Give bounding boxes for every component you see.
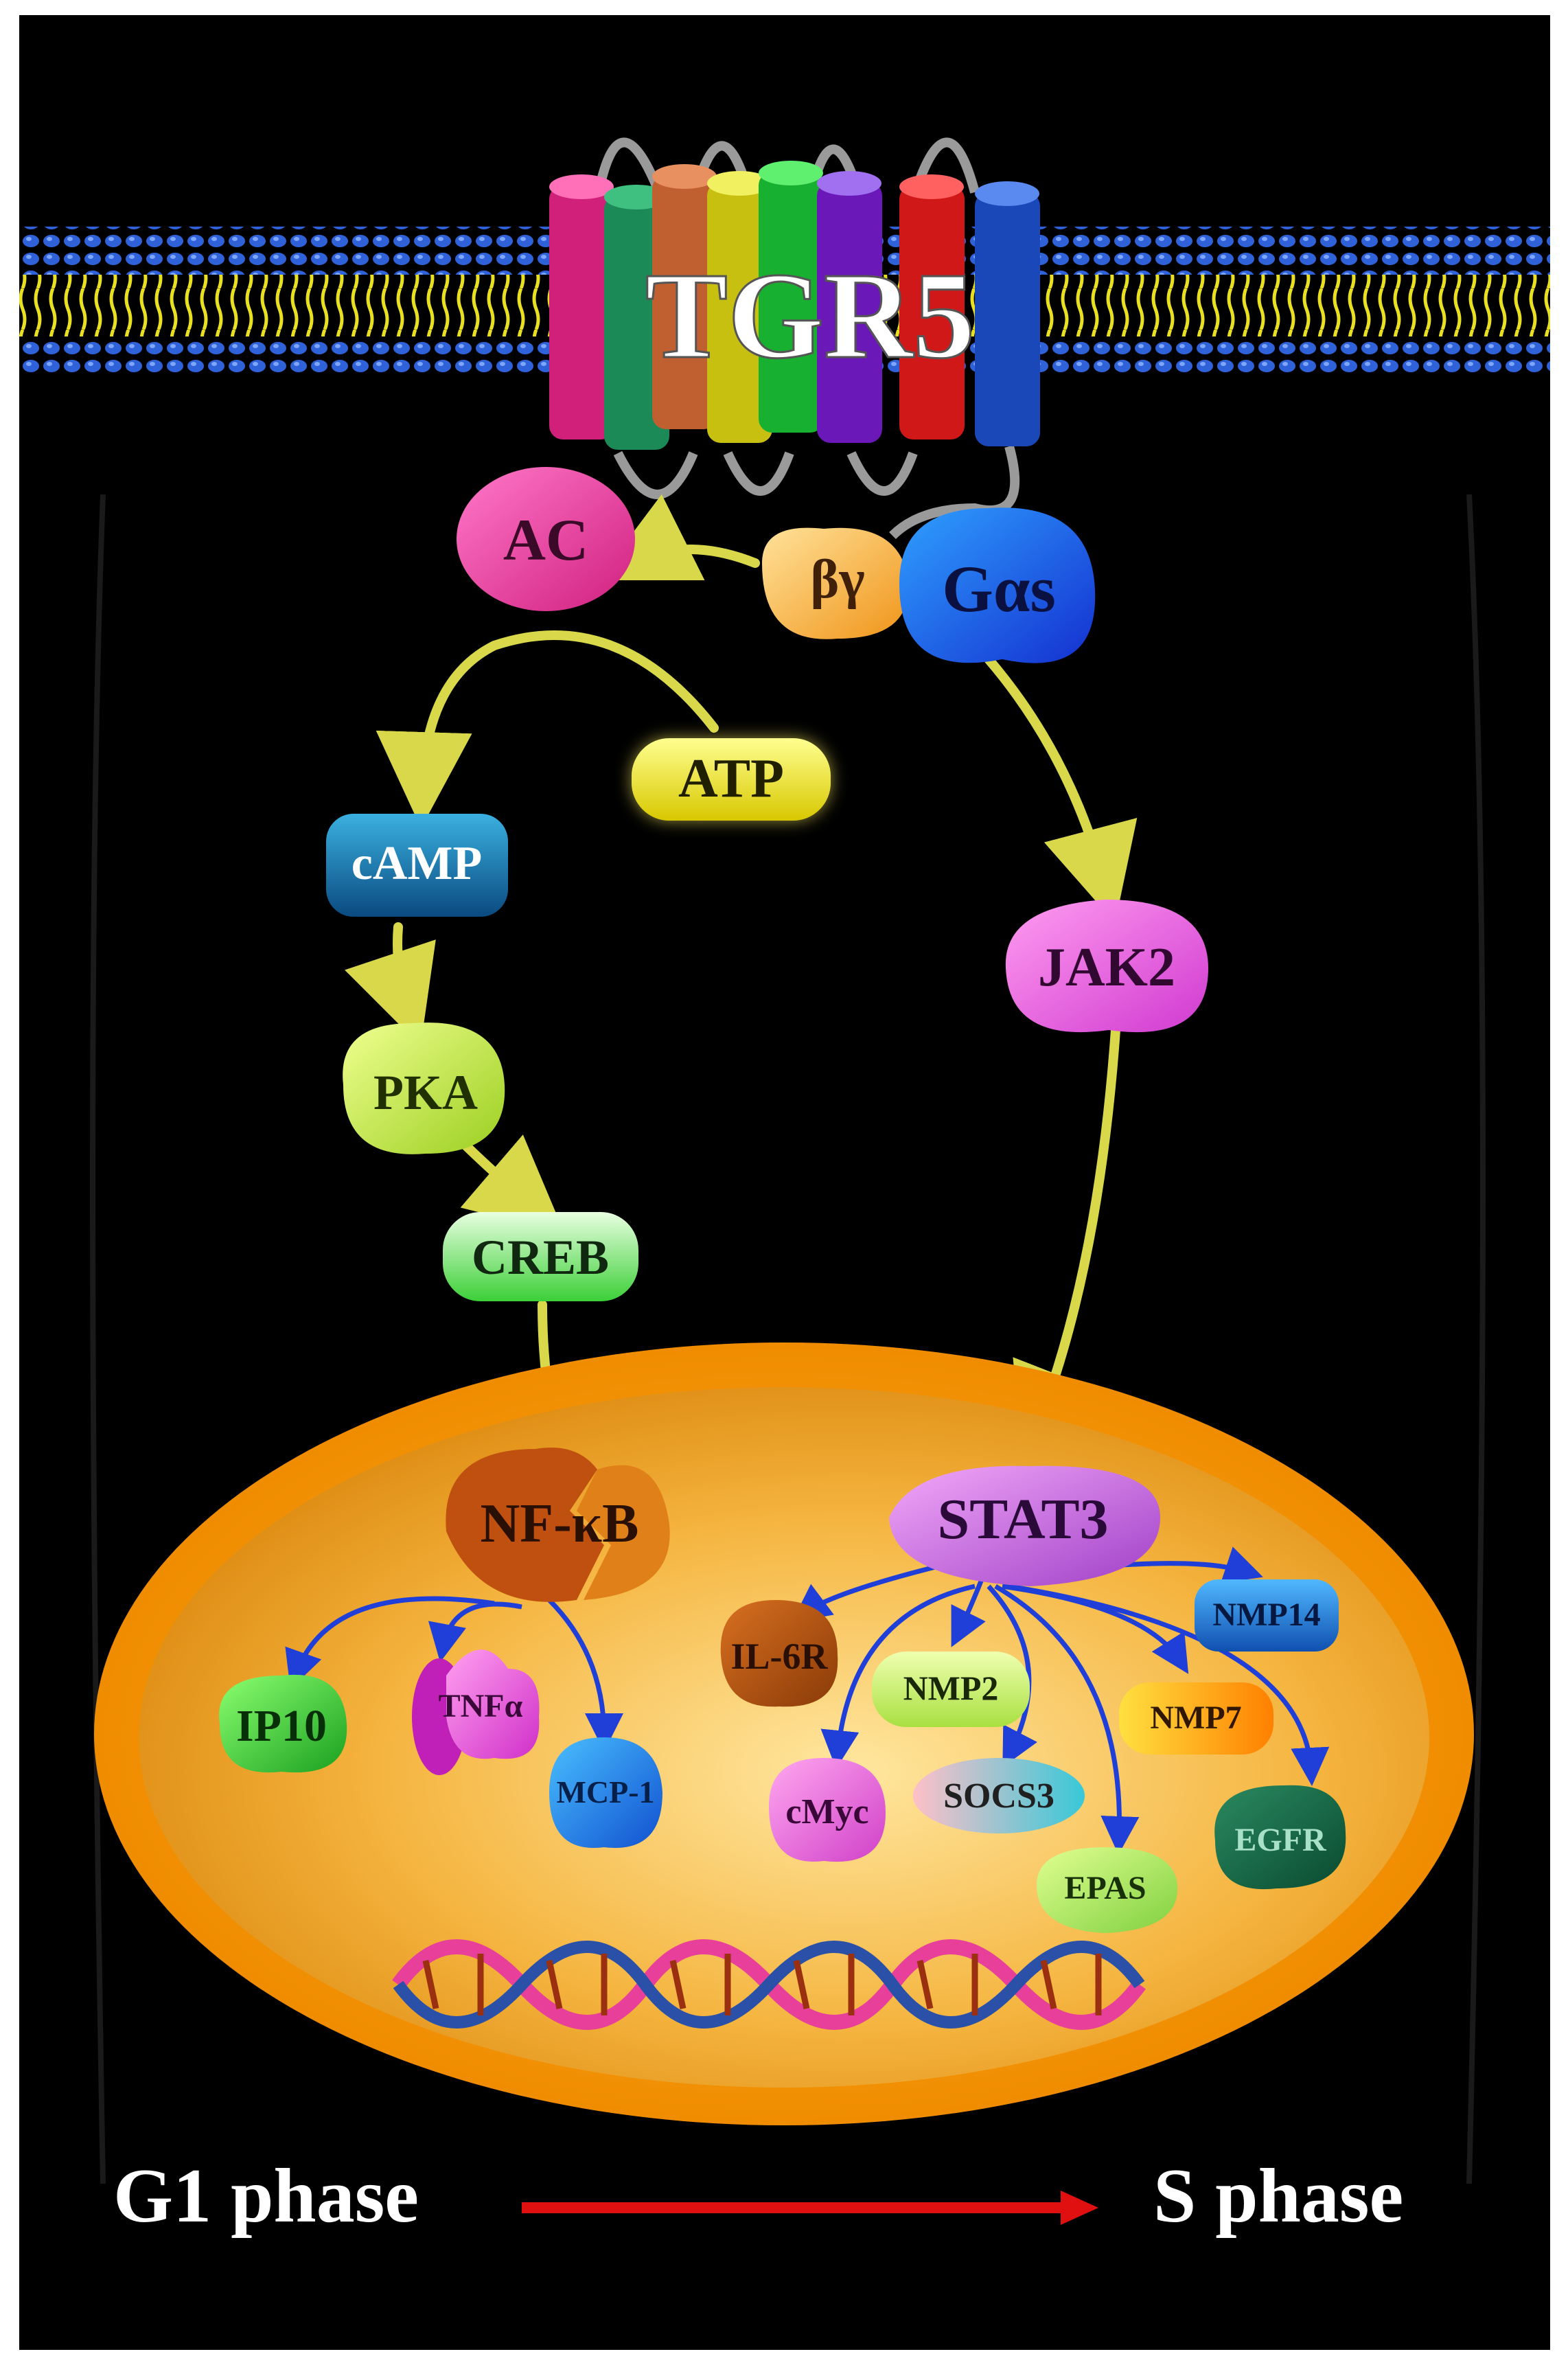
pka-label: PKA [373,1065,478,1120]
nfkb-node: NF-κB [446,1448,670,1602]
nmp14-node: NMP14 [1195,1579,1339,1652]
dna-helix [392,1939,1146,2030]
nfkb-label: NF-κB [480,1494,638,1554]
arrow-stat3-to-epas [994,1584,1140,1855]
nmp2-label: NMP2 [903,1669,999,1707]
arrow-stat3-to-nmp2 [951,1578,986,1647]
arrow-stat3-to-nmp14 [1111,1546,1263,1584]
atp-label: ATP [678,749,784,809]
cmyc-node: cMyc [769,1758,886,1862]
il6r-node: IL-6R [720,1600,838,1707]
galpha-s-node: Gαs [899,507,1096,663]
jak2-label: JAK2 [1038,937,1175,998]
arrow-camp-to-pka [345,922,436,1047]
phase-arrow-head [1061,2191,1098,2225]
g1-phase-label: G1 phase [113,2153,419,2239]
epas-node: EPAS [1037,1847,1178,1933]
galpha-s-label: Gαs [942,552,1056,626]
tnfa-node: TNFα [412,1649,540,1775]
ip10-label: IP10 [236,1701,327,1751]
il6r-label: IL-6R [730,1636,828,1677]
cell-cycle-transition: G1 phase S phase [113,2153,1403,2239]
nmp7-label: NMP7 [1150,1700,1241,1736]
camp-label: cAMP [351,837,482,890]
nmp7-node: NMP7 [1119,1682,1273,1755]
egfr-label: EGFR [1234,1822,1327,1858]
tgr5-label: TGR5 [645,247,975,384]
camp-node: cAMP [326,814,508,917]
tnfa-label: TNFα [439,1688,523,1724]
atp-node: ATP [632,738,831,821]
arrow-stat3-to-egfr [1008,1584,1330,1786]
s-phase-label: S phase [1153,2153,1403,2239]
ac-label: AC [503,507,588,573]
stat3-node: STAT3 [889,1465,1160,1586]
nmp14-label: NMP14 [1212,1597,1320,1633]
mcp1-node: MCP-1 [549,1737,662,1848]
stat3-label: STAT3 [938,1487,1109,1551]
creb-node: CREB [443,1212,638,1301]
socs3-node: SOCS3 [913,1758,1085,1833]
ac-node: AC [457,467,635,611]
beta-gamma-node: βγ [762,527,908,639]
arrow-nfkb-to-ip10 [285,1596,495,1689]
creb-label: CREB [472,1230,609,1285]
cell-boundary [90,494,1486,2184]
arrow-stat3-to-socs3 [987,1584,1037,1768]
egfr-node: EGFR [1214,1785,1346,1890]
arrow-nfkb-to-tnfa [428,1601,522,1663]
arrow-nfkb-to-mcp1 [547,1598,623,1752]
ip10-node: IP10 [219,1674,347,1773]
nmp2-node: NMP2 [872,1652,1030,1727]
arrow-stat3-to-cmyc [820,1584,976,1769]
arrow-ac-to-camp [376,630,719,828]
pka-node: PKA [343,1022,505,1154]
arrow-bg-to-ac [597,494,760,581]
jak2-node: JAK2 [1005,900,1208,1033]
epas-label: EPAS [1064,1870,1146,1906]
tgr5-receptor: TGR5 [549,137,1040,540]
cmyc-label: cMyc [785,1792,868,1831]
socs3-label: SOCS3 [943,1776,1054,1816]
mcp1-label: MCP-1 [556,1774,654,1809]
arrow-gas-to-jak2 [984,654,1138,924]
beta-gamma-label: βγ [810,549,865,610]
